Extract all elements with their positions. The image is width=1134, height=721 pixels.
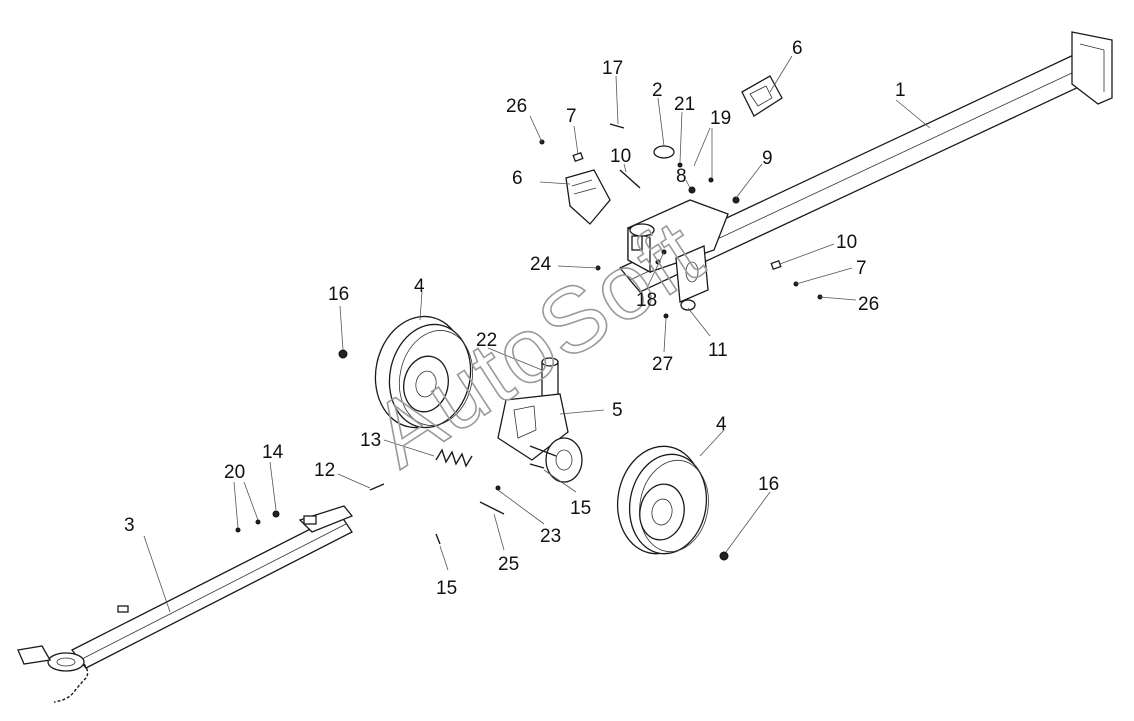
callout-4-left: 4 bbox=[414, 276, 425, 297]
leader-lines bbox=[143, 55, 931, 613]
wheel-nut-right bbox=[719, 551, 729, 561]
callout-19: 19 bbox=[710, 108, 731, 129]
callout-10-upper: 10 bbox=[610, 146, 631, 167]
callout-26-right: 26 bbox=[858, 294, 879, 315]
callout-1: 1 bbox=[895, 80, 906, 101]
callout-13: 13 bbox=[360, 430, 381, 451]
end-cap-upper bbox=[741, 75, 783, 117]
wheel-spindle bbox=[497, 357, 583, 483]
callout-15-center: 15 bbox=[570, 498, 591, 519]
callout-3: 3 bbox=[124, 515, 135, 536]
callout-27: 27 bbox=[652, 354, 673, 375]
callout-5: 5 bbox=[612, 400, 623, 421]
callout-8: 8 bbox=[676, 166, 687, 187]
callout-10-right: 10 bbox=[836, 232, 857, 253]
callout-16-right: 16 bbox=[758, 474, 779, 495]
spring bbox=[435, 448, 473, 468]
callout-6-upper: 6 bbox=[792, 38, 803, 59]
callout-7-right: 7 bbox=[856, 258, 867, 279]
callout-15-bottom: 15 bbox=[436, 578, 457, 599]
pivot-bracket bbox=[627, 199, 729, 303]
callout-11: 11 bbox=[708, 340, 728, 361]
callout-20: 20 bbox=[224, 462, 245, 483]
callout-6-left: 6 bbox=[512, 168, 523, 189]
end-cap-left bbox=[565, 169, 611, 225]
wheel-left bbox=[374, 315, 474, 429]
callout-4-right: 4 bbox=[716, 414, 727, 435]
callout-9: 9 bbox=[762, 148, 773, 169]
callout-25: 25 bbox=[498, 554, 519, 575]
callout-24: 24 bbox=[530, 254, 552, 275]
callout-7-upper: 7 bbox=[566, 106, 577, 127]
callout-21: 21 bbox=[674, 94, 695, 115]
callout-2: 2 bbox=[652, 80, 663, 101]
callout-17: 17 bbox=[602, 58, 623, 79]
drawbar bbox=[17, 505, 354, 703]
callout-14: 14 bbox=[262, 442, 284, 463]
pins bbox=[235, 463, 545, 545]
callout-18: 18 bbox=[636, 290, 657, 311]
callout-16-left: 16 bbox=[328, 284, 349, 305]
callout-23: 23 bbox=[540, 526, 561, 547]
callout-22: 22 bbox=[476, 330, 497, 351]
wheel-nut-left bbox=[338, 349, 348, 359]
callout-12: 12 bbox=[314, 460, 335, 481]
wheel-right bbox=[616, 445, 709, 555]
callout-26-upper: 26 bbox=[506, 96, 527, 117]
